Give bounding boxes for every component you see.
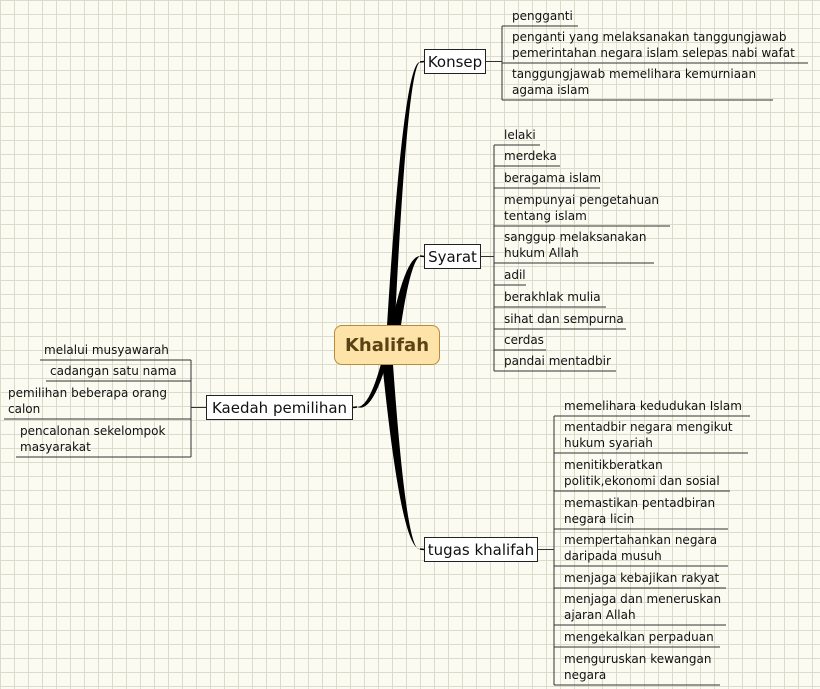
main-topic-2[interactable]: tugas khalifah <box>424 537 538 562</box>
connector-end-1 <box>419 255 425 258</box>
subtopic-2-7[interactable]: mengekalkan perpaduan <box>564 630 714 644</box>
connector-1 <box>389 256 420 339</box>
subtopic-1-1[interactable]: merdeka <box>504 149 557 163</box>
subtopic-1-9[interactable]: pandai mentadbir <box>504 354 611 368</box>
subtopic-3-0[interactable]: melalui musyawarah <box>44 343 169 357</box>
subtopic-3-1[interactable]: cadangan satu nama <box>50 364 177 378</box>
connector-2 <box>381 350 420 550</box>
connector-0 <box>386 61 420 342</box>
subtopic-1-8[interactable]: cerdas <box>504 333 544 347</box>
subtopic-0-1[interactable]: penganti yang melaksanakan tanggungjawab… <box>512 30 795 60</box>
subtopic-1-5[interactable]: adil <box>504 268 526 282</box>
subtopic-1-2[interactable]: beragama islam <box>504 171 602 185</box>
connector-end-0 <box>419 60 425 63</box>
subtopic-0-0[interactable]: pengganti <box>512 9 573 23</box>
connector-end-2 <box>419 548 425 551</box>
subtopic-1-6[interactable]: berakhlak mulia <box>504 290 601 304</box>
subtopic-2-0[interactable]: memelihara kedudukan Islam <box>564 399 742 413</box>
subtopic-1-0[interactable]: lelaki <box>504 128 536 142</box>
main-topic-1[interactable]: Syarat <box>424 244 481 269</box>
central-topic[interactable]: Khalifah <box>334 325 440 365</box>
connector-end-3 <box>352 406 358 409</box>
subtopic-1-7[interactable]: sihat dan sempurna <box>504 312 624 326</box>
subtopic-2-5[interactable]: menjaga kebajikan rakyat <box>564 571 720 585</box>
main-topic-3[interactable]: Kaedah pemilihan <box>206 395 353 420</box>
main-topic-0[interactable]: Konsep <box>424 49 486 74</box>
